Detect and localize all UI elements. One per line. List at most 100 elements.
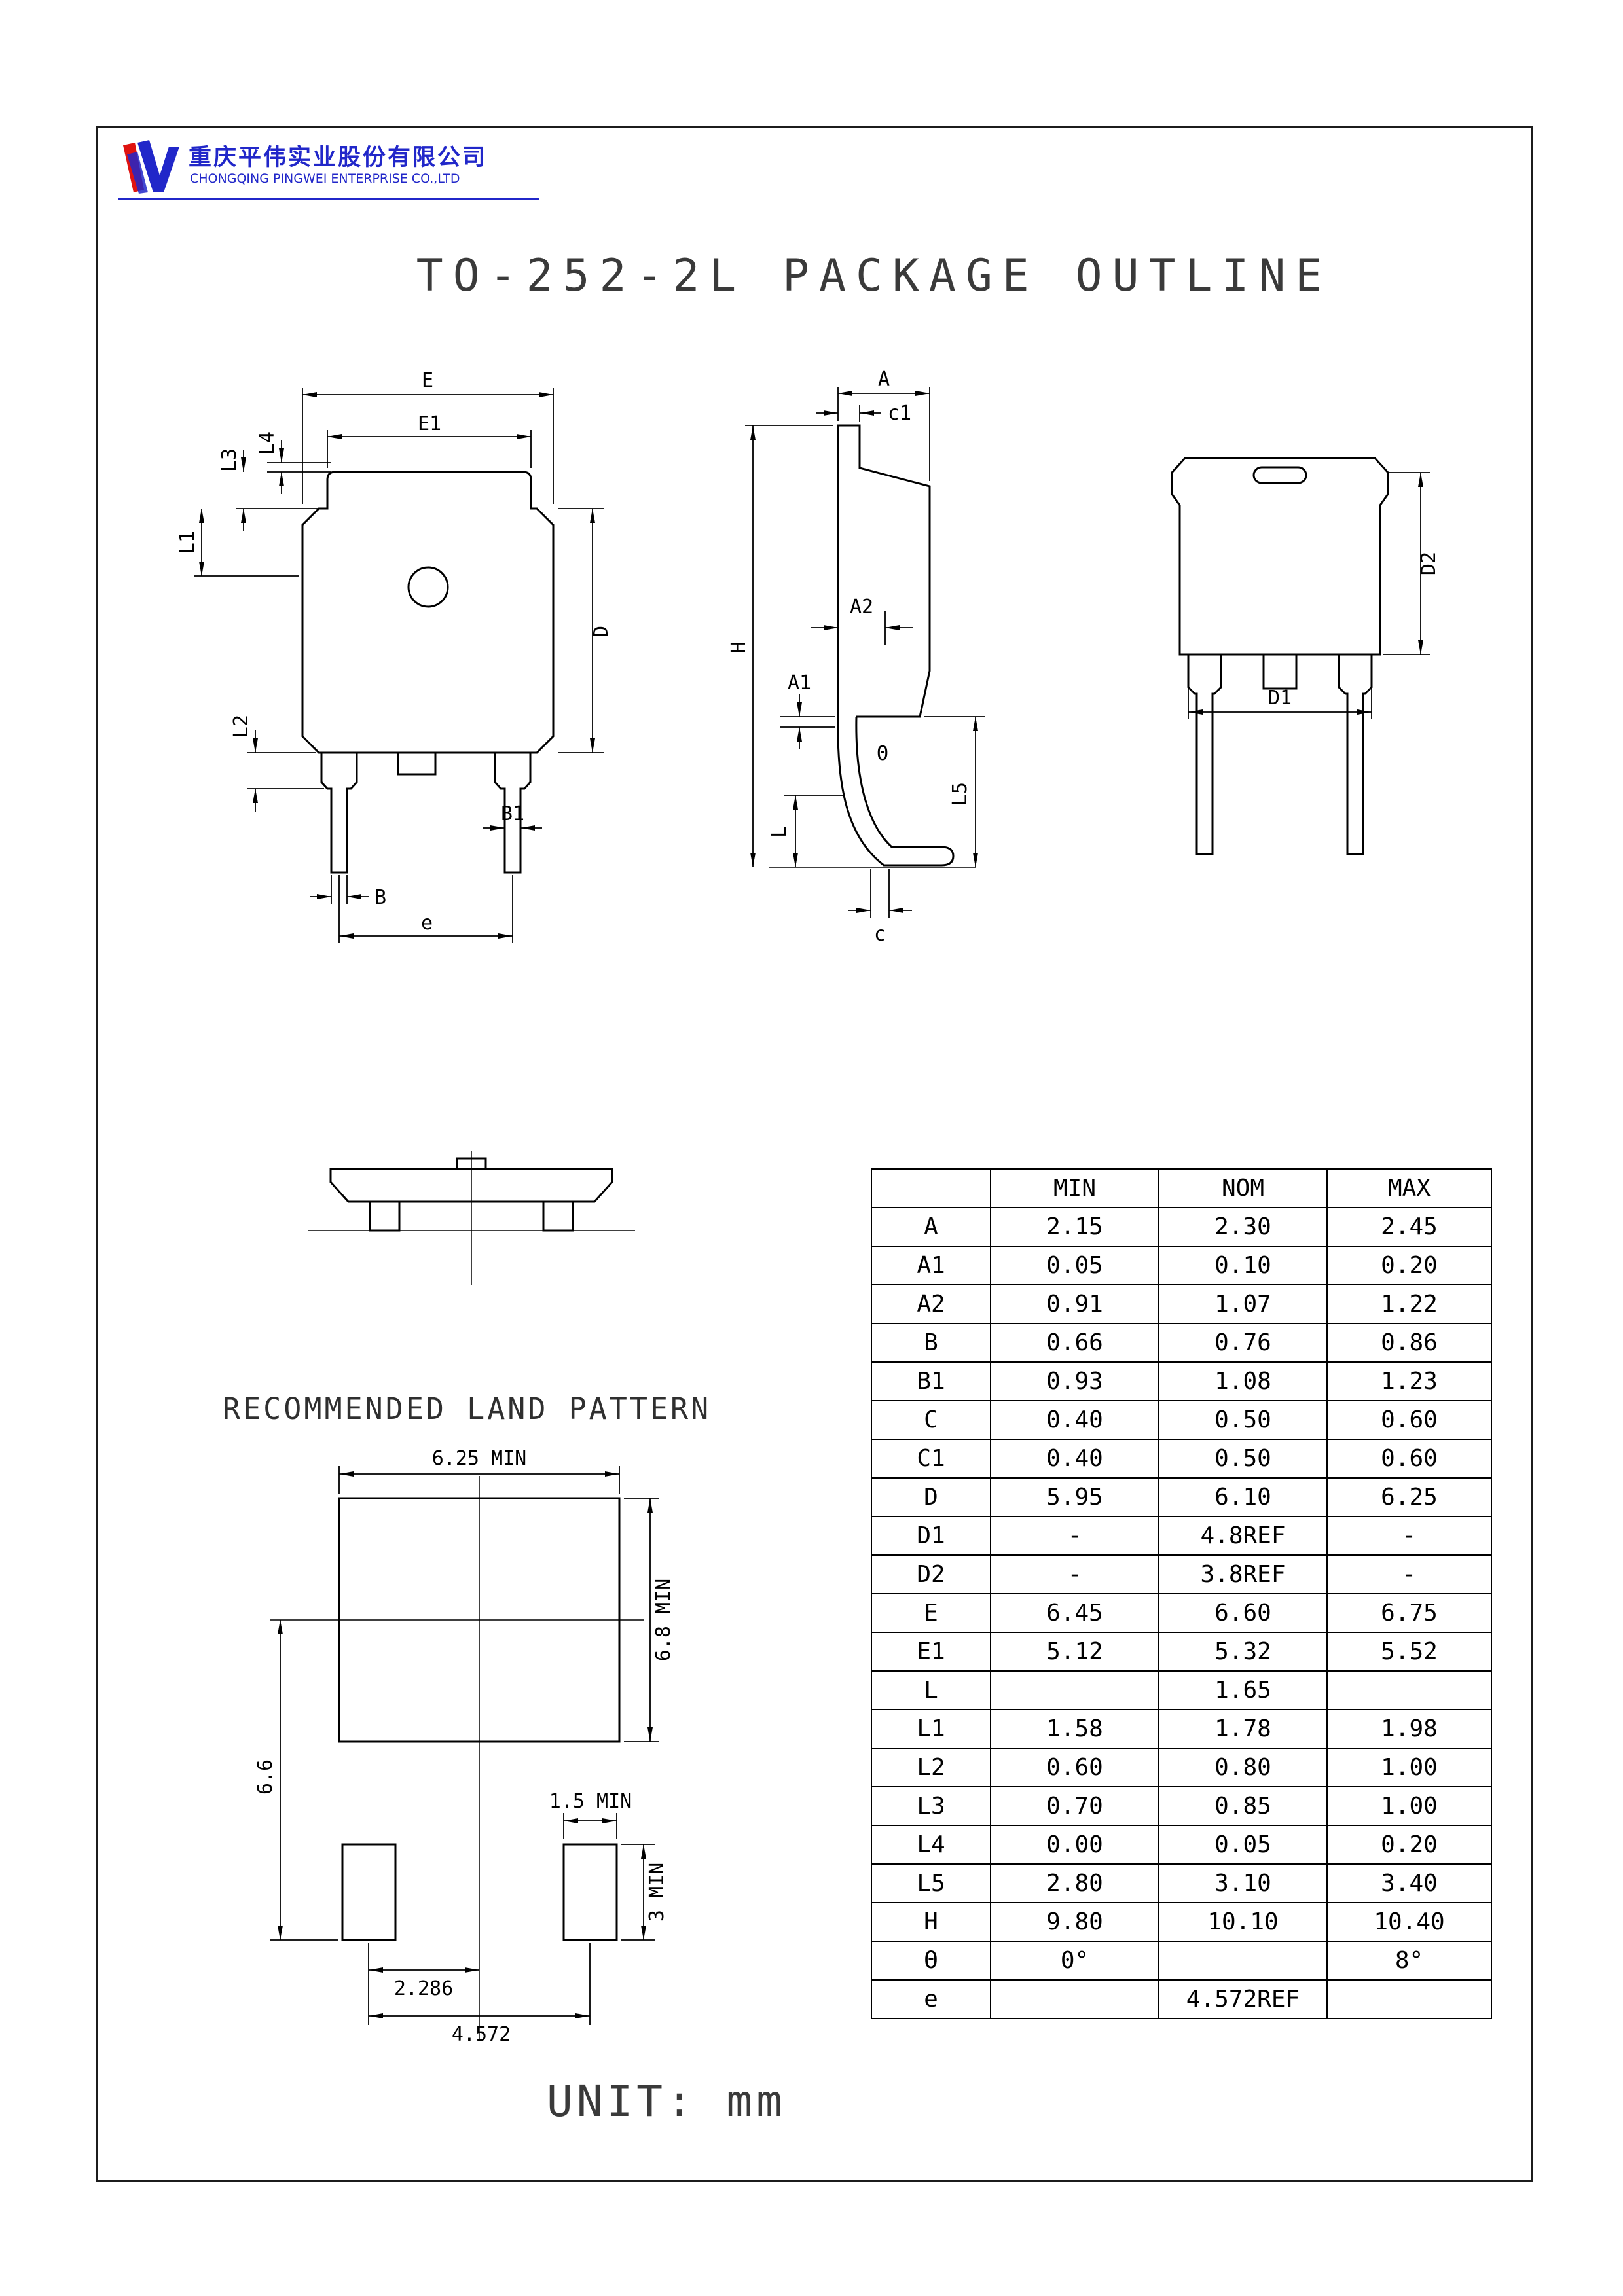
dim-label-A2: A2 <box>850 596 873 619</box>
dim-value: 1.22 <box>1326 1284 1492 1324</box>
dim-value: 3.10 <box>1158 1863 1328 1903</box>
dim-value: 0.86 <box>1326 1323 1492 1363</box>
dim-symbol: C1 <box>871 1439 991 1479</box>
tab-slot <box>1252 466 1307 484</box>
dim-value: 2.15 <box>990 1207 1159 1247</box>
dim-L5: L5 <box>924 716 985 867</box>
dim-H: H <box>727 425 833 867</box>
dim-symbol: L3 <box>871 1786 991 1826</box>
dim-A2: A2 <box>811 596 913 645</box>
dim-D1: D1 <box>1188 660 1372 719</box>
dim-label-small-pad-height: 3 MIN <box>646 1863 668 1922</box>
header-symbol <box>871 1168 991 1208</box>
dim-value: 6.10 <box>1158 1477 1328 1517</box>
dim-c: c <box>848 869 912 946</box>
dim-L3: L3 <box>218 448 324 531</box>
back-outline <box>1171 457 1389 855</box>
dim-value <box>990 1979 1159 2019</box>
dim-value: 5.12 <box>990 1632 1159 1672</box>
dim-symbol: Θ <box>871 1941 991 1981</box>
dim-value: 0.93 <box>990 1361 1159 1401</box>
dim-value <box>990 1670 1159 1710</box>
dim-label-B: B <box>374 886 386 909</box>
dim-value: 2.80 <box>990 1863 1159 1903</box>
dim-label-E1: E1 <box>418 412 441 435</box>
dim-value: - <box>1326 1516 1492 1556</box>
dim-value: 3.40 <box>1326 1863 1492 1903</box>
dim-label-D2: D2 <box>1417 552 1440 575</box>
dim-label-L1: L1 <box>176 531 199 554</box>
front-view-drawing: E E1 L4 L3 L1 L2 D B1 <box>176 369 613 943</box>
dim-label-D: D <box>590 626 613 637</box>
dim-symbol: D <box>871 1477 991 1517</box>
side-body <box>837 424 931 718</box>
dim-D: D <box>558 508 613 753</box>
dim-label-c: c <box>874 923 886 946</box>
back-view-drawing: D1 D2 <box>1171 457 1440 855</box>
dim-L1: L1 <box>176 509 299 577</box>
dim-value: 0.60 <box>1326 1439 1492 1479</box>
header-nom: NOM <box>1158 1168 1328 1208</box>
dim-value: 1.78 <box>1158 1709 1328 1749</box>
dim-value: 0.05 <box>990 1246 1159 1285</box>
dim-value: 10.40 <box>1326 1902 1492 1942</box>
logo-underline <box>118 198 539 200</box>
dim-symbol: L5 <box>871 1863 991 1903</box>
table-row: D2-3.8REF- <box>871 1554 1492 1594</box>
dim-symbol: L2 <box>871 1748 991 1787</box>
dim-label-L: L <box>768 826 791 838</box>
lead-left <box>320 753 358 874</box>
dim-label-6-6: 6.6 <box>254 1759 277 1795</box>
dim-label-e: e <box>421 912 433 935</box>
dim-symbol: L1 <box>871 1709 991 1749</box>
dim-label-pad-width: 6.25 MIN <box>432 1447 527 1470</box>
bottom-profile-drawing <box>308 1151 635 1285</box>
dim-value: 1.08 <box>1158 1361 1328 1401</box>
dim-symbol: B <box>871 1323 991 1363</box>
dim-value: 5.95 <box>990 1477 1159 1517</box>
dim-C1: c1 <box>816 402 911 425</box>
dim-label-B1: B1 <box>501 802 524 825</box>
company-name-en: CHONGQING PINGWEI ENTERPRISE CO.,LTD <box>190 171 460 186</box>
dim-value: 0.60 <box>1326 1400 1492 1440</box>
dim-value: 1.98 <box>1326 1709 1492 1749</box>
dim-value: 4.8REF <box>1158 1516 1328 1556</box>
dim-value: - <box>990 1516 1159 1556</box>
dim-value: 6.25 <box>1326 1477 1492 1517</box>
back-body <box>1171 457 1389 656</box>
header-min: MIN <box>990 1168 1159 1208</box>
dim-value: 0.91 <box>990 1284 1159 1324</box>
dim-L: L <box>768 795 845 867</box>
profile-foot-left <box>369 1200 401 1232</box>
dim-label-D1: D1 <box>1268 687 1292 709</box>
back-lead-right <box>1338 655 1373 855</box>
dim-value: 1.65 <box>1158 1670 1328 1710</box>
dim-L2: L2 <box>230 715 324 812</box>
dim-pad-height: 6.8 MIN <box>624 1498 675 1742</box>
dim-value <box>1326 1670 1492 1710</box>
dim-small-pad-width: 1.5 MIN <box>549 1790 632 1839</box>
dim-value: 9.80 <box>990 1902 1159 1942</box>
dim-value: 0.60 <box>990 1748 1159 1787</box>
dim-value: 6.45 <box>990 1593 1159 1633</box>
side-profile-outline <box>769 424 976 868</box>
package-leads <box>320 753 532 874</box>
dim-half-pitch: 2.286 <box>368 1943 479 2025</box>
dim-symbol: B1 <box>871 1361 991 1401</box>
dim-small-pad-height: 3 MIN <box>621 1844 668 1941</box>
dim-value: 0.00 <box>990 1825 1159 1865</box>
